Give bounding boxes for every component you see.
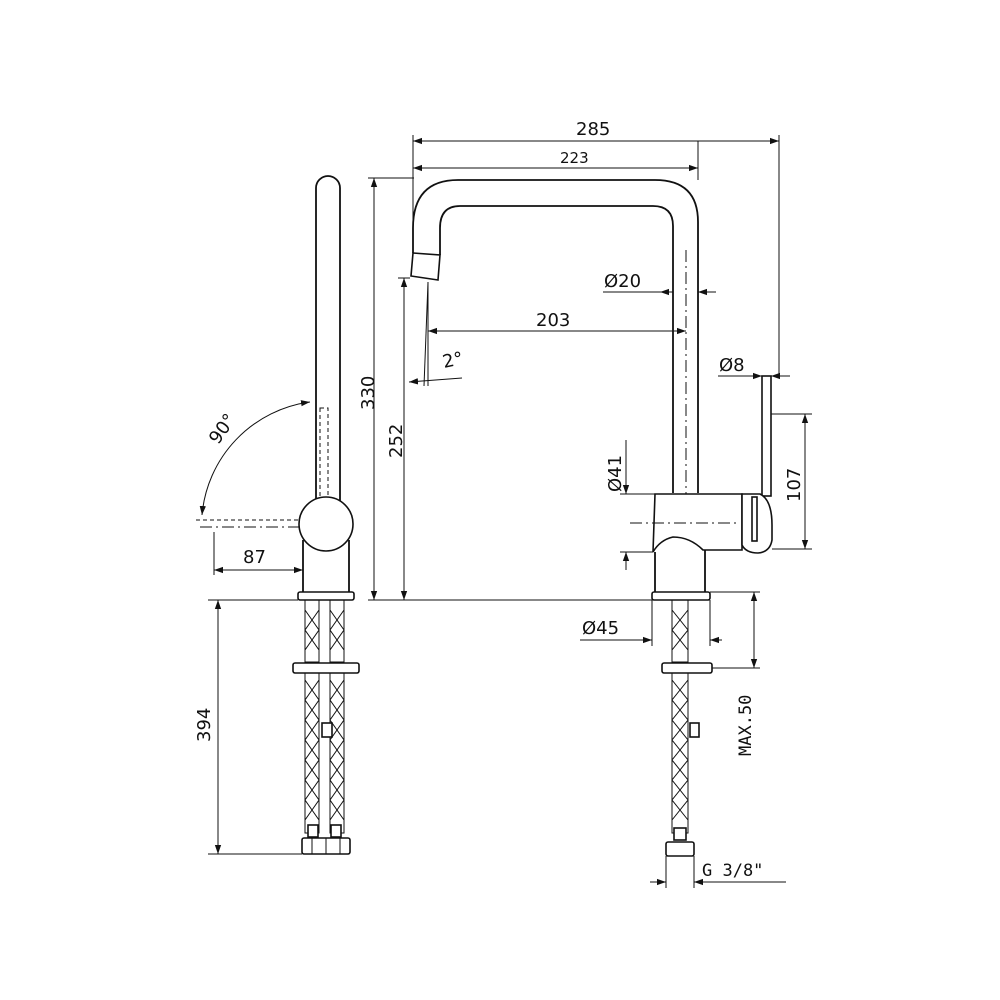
- lever-diameter-dimension: Ø8: [718, 355, 790, 380]
- side-view-spout: [315, 175, 341, 505]
- outlet-height-dimension: 252: [386, 277, 410, 600]
- base-diameter-dimension: Ø45: [580, 600, 722, 646]
- side-view: 90° 87 394: [194, 175, 360, 855]
- lever-diameter-label: Ø8: [719, 355, 745, 376]
- total-height-label: 330: [358, 376, 379, 410]
- spout-reach-dimension: 223: [413, 141, 699, 180]
- side-view-lever-hidden: [319, 407, 329, 501]
- overall-reach-dimension: 285: [412, 119, 780, 376]
- lever-stem: [761, 375, 772, 497]
- hose-length-dimension: 394: [194, 599, 302, 855]
- total-height-dimension: 330: [358, 177, 652, 601]
- front-view: 285 223 330 252 2°: [358, 119, 812, 888]
- lever-offset-label: 87: [243, 547, 266, 568]
- side-view-hoses: [292, 599, 360, 855]
- spout-diameter-label: Ø20: [604, 271, 641, 292]
- outlet-height-label: 252: [386, 424, 407, 458]
- body-diameter-dimension: Ø41: [605, 440, 655, 570]
- spout-angle-label: 2°: [441, 348, 465, 373]
- spout-reach-label: 223: [560, 149, 589, 167]
- spout-aerator: [410, 252, 441, 281]
- base-diameter-label: Ø45: [582, 618, 619, 639]
- front-view-hoses: [661, 599, 713, 857]
- lever-height-label: 107: [784, 468, 805, 502]
- spout-diameter-dimension: Ø20: [603, 271, 716, 296]
- max-deck-label: MAX.50: [736, 695, 756, 756]
- thread-label: G 3/8": [702, 861, 763, 881]
- spout-angle-dimension: 2°: [408, 281, 465, 387]
- front-view-base: [651, 591, 711, 601]
- lever-offset-dimension: 87: [213, 532, 304, 575]
- body-diameter-label: Ø41: [605, 455, 626, 492]
- side-view-body: [298, 496, 354, 552]
- max-deck-dimension: MAX.50: [710, 591, 760, 756]
- overall-reach-label: 285: [576, 119, 610, 140]
- lever-height-dimension: 107: [771, 413, 812, 550]
- spout-outer: [412, 179, 699, 493]
- lever-cap: [751, 496, 758, 542]
- outlet-to-axis-dimension: 203: [428, 310, 686, 335]
- outlet-to-axis-label: 203: [536, 310, 570, 331]
- front-view-neck: [654, 550, 706, 592]
- spout-inner: [439, 205, 674, 493]
- lever-rotation-dimension: 90°: [196, 400, 311, 528]
- lever-rotation-label: 90°: [205, 410, 241, 448]
- thread-dimension: G 3/8": [650, 856, 786, 888]
- side-view-base: [297, 591, 355, 601]
- hose-length-label: 394: [194, 708, 215, 742]
